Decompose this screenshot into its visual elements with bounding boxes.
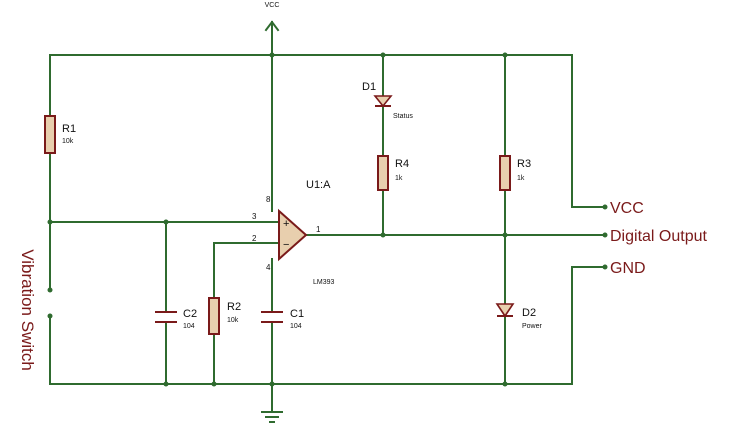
op-amp-plus-sign: + <box>283 218 289 230</box>
junction-dot <box>269 381 275 387</box>
op-amp-minus-sign: − <box>283 239 289 251</box>
junction-dot <box>163 219 169 225</box>
junction-dot <box>502 52 508 58</box>
pin-3-label: 3 <box>252 212 257 221</box>
r3-value: 1k <box>517 175 525 182</box>
junction-dot <box>502 232 508 238</box>
op-amp-body <box>278 208 308 262</box>
junction-dot <box>47 219 53 225</box>
r1-value: 10k <box>62 138 74 145</box>
pin-1-label: 1 <box>316 225 321 234</box>
diode-d2: D2 Power <box>495 303 543 330</box>
connector-vcc: VCC <box>602 200 644 217</box>
resistor-r3: R3 1k <box>499 155 531 191</box>
connector-digital-output: Digital Output <box>602 228 707 245</box>
junction-dot <box>502 381 508 387</box>
pin-8-label: 8 <box>266 195 271 204</box>
junction-dot <box>163 381 169 387</box>
connector-gnd: GND <box>602 260 646 277</box>
d1-note: Status <box>393 113 413 120</box>
diode-d1: D1 Status <box>362 81 413 120</box>
r2-value: 10k <box>227 317 239 324</box>
vcc-power-symbol: VCC <box>264 2 280 41</box>
r1-ref: R1 <box>62 123 76 135</box>
vibration-switch: Vibration Switch <box>18 249 53 371</box>
gnd-connector-wire <box>571 266 606 385</box>
junction-dot <box>269 52 275 58</box>
wires <box>49 39 606 413</box>
c1-ref: C1 <box>290 308 304 320</box>
d1-ref: D1 <box>362 81 376 93</box>
op-amp-part: LM393 <box>313 279 335 286</box>
junction-dot <box>211 381 217 387</box>
switch-contact-bottom <box>47 313 53 319</box>
vcc-connector-wire <box>571 54 606 208</box>
c1-value: 104 <box>290 323 302 330</box>
pin-2-label: 2 <box>252 234 257 243</box>
resistor-r2: R2 10k <box>208 297 241 335</box>
switch-contact-top <box>47 287 53 293</box>
connector-digital-output-label: Digital Output <box>610 228 707 245</box>
resistor-r4: R4 1k <box>377 155 409 191</box>
r3-ref: R3 <box>517 158 531 170</box>
connector-vcc-label: VCC <box>610 200 644 217</box>
capacitor-c1: C1 104 <box>261 308 304 330</box>
junctions <box>47 52 508 387</box>
c2-ref: C2 <box>183 308 197 320</box>
resistor-r1: R1 10k <box>44 115 76 154</box>
r4-value: 1k <box>395 175 403 182</box>
op-amp-lm393: + − 3 2 1 8 4 U1:A LM393 <box>252 179 335 286</box>
capacitor-c2: C2 104 <box>155 308 197 330</box>
pin-4-label: 4 <box>266 263 271 272</box>
connector-gnd-label: GND <box>610 260 646 277</box>
r4-ref: R4 <box>395 158 409 170</box>
d2-note: Power <box>522 323 543 330</box>
r2-ref: R2 <box>227 301 241 313</box>
c2-value: 104 <box>183 323 195 330</box>
minus-input-wire <box>213 242 280 299</box>
vibration-switch-label: Vibration Switch <box>18 249 37 371</box>
vcc-power-label: VCC <box>265 2 280 9</box>
op-amp-ref: U1:A <box>306 179 331 191</box>
junction-dot <box>380 52 386 58</box>
ground-symbol <box>261 411 283 423</box>
junction-dot <box>380 232 386 238</box>
d2-ref: D2 <box>522 307 536 319</box>
